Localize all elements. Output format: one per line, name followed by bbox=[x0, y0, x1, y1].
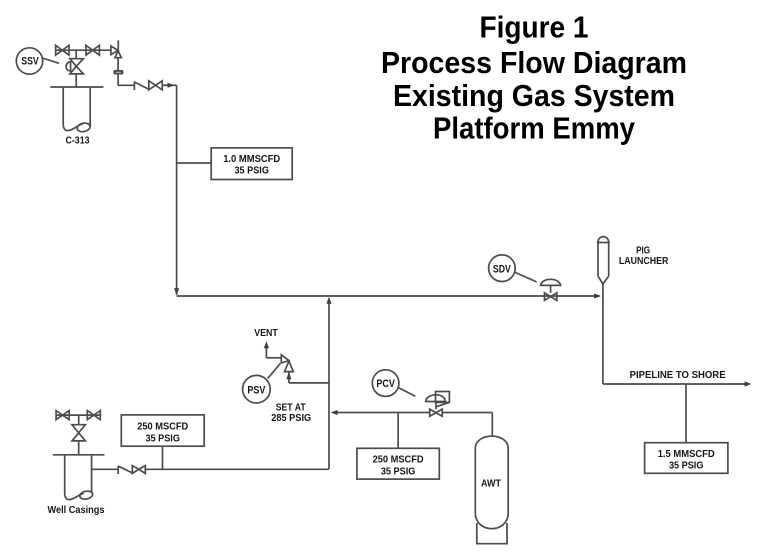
svg-text:35 PSIG: 35 PSIG bbox=[381, 466, 416, 477]
svg-text:35 PSIG: 35 PSIG bbox=[145, 433, 180, 444]
svg-text:35 PSIG: 35 PSIG bbox=[234, 166, 269, 177]
svg-text:PIG: PIG bbox=[636, 245, 650, 256]
svg-text:Platform Emmy: Platform Emmy bbox=[433, 111, 636, 146]
svg-text:Process Flow Diagram: Process Flow Diagram bbox=[381, 45, 687, 80]
svg-text:C-313: C-313 bbox=[66, 135, 90, 146]
svg-text:SET AT: SET AT bbox=[276, 402, 306, 413]
svg-text:1.0 MMSCFD: 1.0 MMSCFD bbox=[223, 154, 280, 165]
svg-text:35 PSIG: 35 PSIG bbox=[669, 461, 704, 472]
svg-text:LAUNCHER: LAUNCHER bbox=[619, 256, 669, 267]
svg-text:Existing Gas System: Existing Gas System bbox=[393, 78, 675, 113]
svg-text:Well Casings: Well Casings bbox=[48, 505, 105, 516]
svg-text:Figure 1: Figure 1 bbox=[480, 10, 589, 45]
svg-text:SDV: SDV bbox=[493, 263, 512, 275]
svg-text:VENT: VENT bbox=[254, 328, 278, 339]
svg-text:PIPELINE TO SHORE: PIPELINE TO SHORE bbox=[630, 370, 726, 381]
svg-text:AWT: AWT bbox=[481, 478, 501, 489]
svg-text:250 MSCFD: 250 MSCFD bbox=[373, 455, 424, 466]
svg-text:285 PSIG: 285 PSIG bbox=[271, 413, 311, 424]
svg-text:PSV: PSV bbox=[247, 384, 266, 396]
svg-text:SSV: SSV bbox=[21, 56, 39, 68]
svg-text:PCV: PCV bbox=[376, 378, 395, 390]
svg-text:1.5 MMSCFD: 1.5 MMSCFD bbox=[658, 449, 715, 460]
svg-text:250 MSCFD: 250 MSCFD bbox=[137, 422, 188, 433]
